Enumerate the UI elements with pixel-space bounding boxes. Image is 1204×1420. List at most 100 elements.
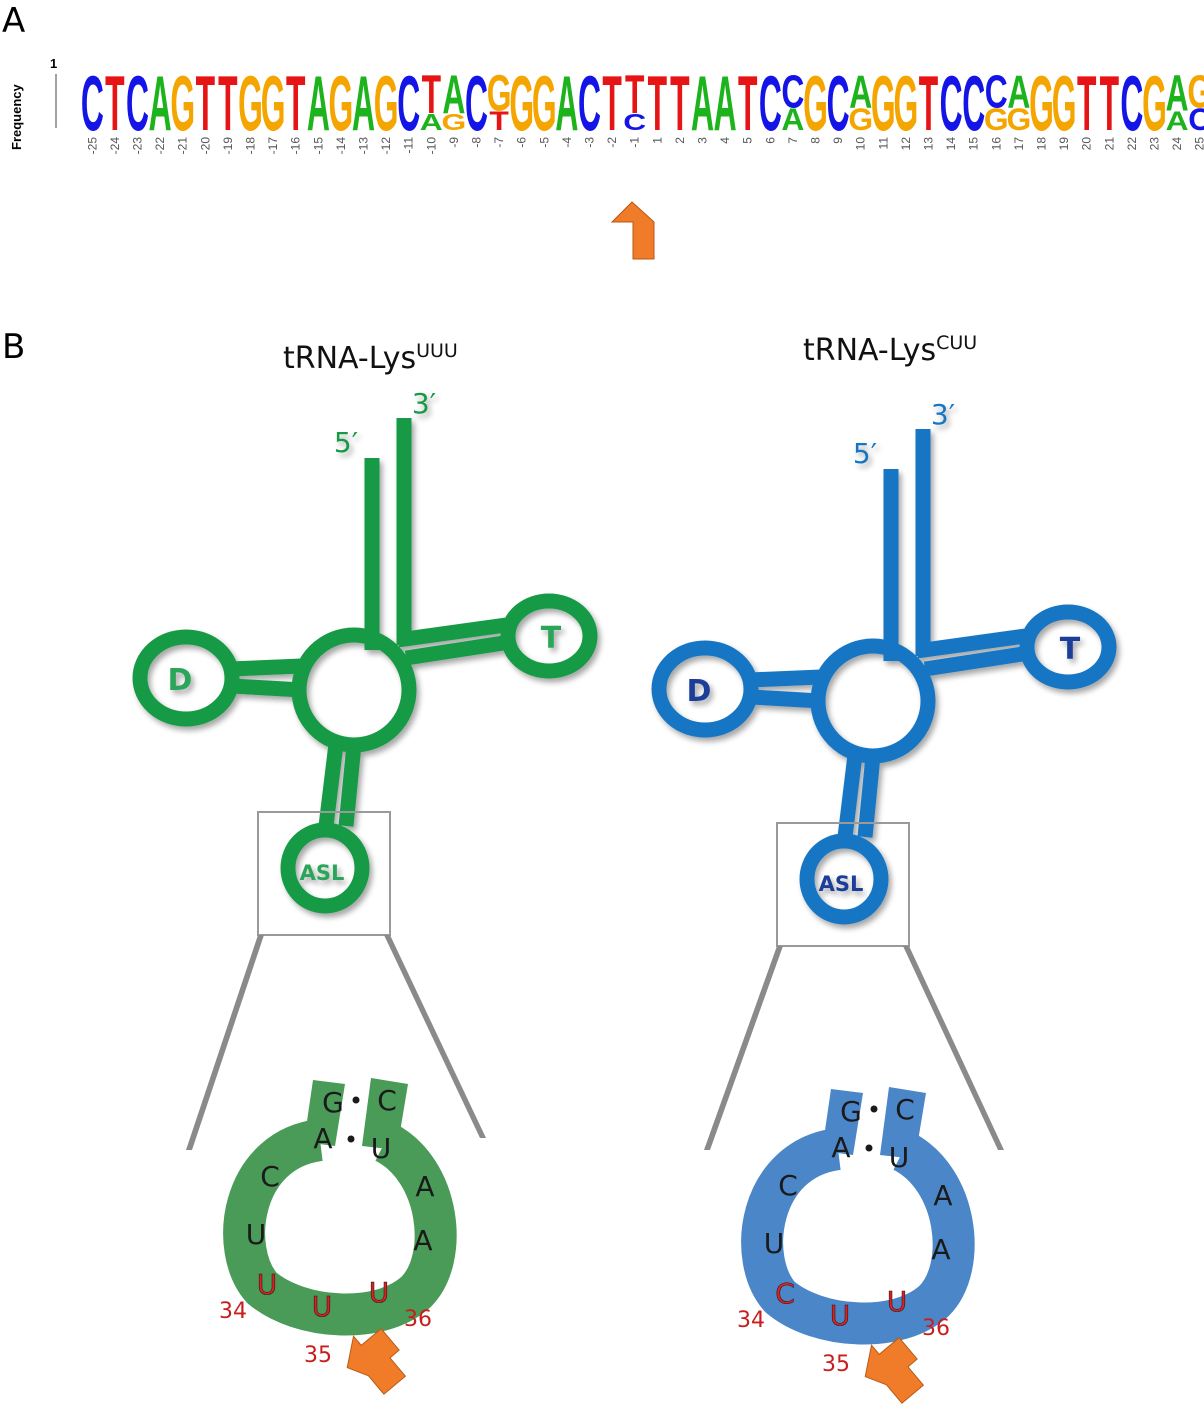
- logo-letter: T: [196, 59, 215, 147]
- zoom-line-right-outer: [704, 946, 783, 1150]
- d-arm-upper-strand: [229, 658, 303, 677]
- nucleotide: C: [895, 1093, 915, 1126]
- base-pair-dot: [870, 1105, 878, 1113]
- position-number-35: 35: [822, 1352, 850, 1377]
- position-number-36: 36: [922, 1316, 950, 1341]
- logo-letter: C: [1188, 102, 1204, 137]
- logo-letter: T: [648, 59, 667, 147]
- logo-letter: G: [803, 59, 828, 147]
- logo-position-label: -11: [402, 137, 416, 154]
- logo-position-label: 7: [786, 137, 800, 144]
- logo-letter: A: [149, 59, 172, 147]
- zoom-line-left-inner: [384, 935, 486, 1138]
- nucleotide: U: [764, 1227, 785, 1260]
- five-prime-label: 5′: [853, 437, 877, 470]
- position-number-34: 34: [737, 1308, 765, 1333]
- logo-letter: C: [781, 67, 804, 118]
- logo-position-label: -20: [198, 137, 212, 155]
- logo-letter: A: [849, 67, 872, 118]
- logo-letter: A: [442, 66, 465, 126]
- logo-position-label: 16: [989, 137, 1003, 151]
- logo-position-label: -12: [379, 137, 393, 155]
- asl-label: ASL: [300, 861, 345, 885]
- logo-letter: G: [1187, 67, 1204, 118]
- logo-letter: G: [1142, 59, 1167, 147]
- logo-position-label: 8: [809, 137, 823, 144]
- logo-letter: C: [578, 59, 601, 147]
- logo-position-label: -15: [311, 137, 325, 155]
- nucleotide: A: [415, 1170, 434, 1203]
- logo-position-label: -14: [334, 137, 348, 155]
- anticodon-nucleotide-34: U: [257, 1268, 278, 1301]
- logo-position-label: 12: [899, 137, 913, 151]
- logo-position-label: -24: [108, 137, 122, 155]
- logo-letter: A: [352, 59, 375, 147]
- d-arm-label: D: [168, 663, 193, 698]
- logo-letter: A: [1166, 65, 1189, 121]
- anticodon-stem-left-strand: [837, 754, 863, 838]
- anticodon-stem-right-strand: [857, 755, 881, 838]
- logo-letter: T: [919, 59, 938, 147]
- nucleotide: A: [931, 1233, 950, 1266]
- logo-y-max-label: 1: [50, 56, 57, 71]
- cleavage-arrow-loop: [346, 1327, 407, 1395]
- anticodon-loop: [280, 822, 370, 914]
- logo-position-label: -21: [176, 137, 190, 155]
- zoom-line-right-inner: [903, 946, 1004, 1150]
- logo-position-label: -16: [289, 137, 303, 155]
- logo-position-label: -2: [605, 137, 619, 148]
- nucleotide: C: [260, 1160, 280, 1193]
- logo-position-label: -13: [357, 137, 371, 155]
- logo-position-label: 3: [696, 137, 710, 144]
- nucleotide: A: [831, 1131, 850, 1164]
- logo-position-label: 6: [763, 137, 777, 144]
- anticodon-nucleotide-36: U: [887, 1285, 908, 1318]
- trna-right-title: tRNA-LysCUU: [803, 332, 977, 368]
- logo-letter: G: [848, 102, 873, 137]
- logo-letter: G: [532, 59, 557, 147]
- trna-left-title: tRNA-LysUUU: [283, 340, 458, 376]
- logo-position-label: 13: [922, 137, 936, 151]
- nucleotide: A: [413, 1224, 432, 1257]
- panel-b-label: B: [2, 327, 25, 367]
- nucleotide: C: [377, 1084, 397, 1117]
- logo-letter: A: [420, 109, 443, 135]
- five-prime-label: 5′: [334, 426, 358, 459]
- logo-letter: C: [1120, 59, 1143, 147]
- zoom-loop-ring: [741, 1128, 975, 1345]
- logo-letter: A: [714, 59, 737, 147]
- logo-position-label: 1: [650, 137, 664, 144]
- logo-position-label: -10: [424, 137, 438, 155]
- position-number-35: 35: [304, 1343, 332, 1368]
- logo-position-label: 2: [673, 137, 687, 144]
- logo-letter: G: [871, 59, 896, 147]
- d-arm-upper-strand: [748, 669, 822, 688]
- three-prime-label: 3′: [412, 387, 436, 420]
- logo-position-label: 21: [1102, 137, 1116, 151]
- anticodon-stem-right-strand: [338, 744, 362, 827]
- position-number-34: 34: [219, 1299, 247, 1324]
- logo-letter: C: [465, 59, 488, 147]
- anticodon-nucleotide-36: U: [369, 1276, 390, 1309]
- logo-position-label: -17: [266, 137, 280, 155]
- central-ring: [810, 638, 936, 764]
- trna-left-title-superscript: UUU: [416, 340, 458, 362]
- logo-letter: C: [985, 67, 1008, 118]
- logo-position-label: 25: [1193, 137, 1204, 151]
- logo-letter: T: [218, 59, 237, 147]
- t-loop: [1019, 604, 1117, 690]
- logo-letter: G: [894, 59, 919, 147]
- logo-letter: A: [1166, 106, 1189, 136]
- logo-letter: T: [1077, 59, 1096, 147]
- zoom-box-left: [257, 811, 391, 936]
- logo-letter: C: [827, 59, 850, 147]
- logo-letter: G: [487, 65, 512, 121]
- logo-position-label: -9: [447, 137, 461, 148]
- tarm-lower-strand: [404, 634, 512, 666]
- zoom-loop-ring: [223, 1119, 457, 1336]
- d-arm-label: D: [687, 674, 712, 709]
- trna-right-title-superscript: CUU: [936, 332, 977, 354]
- logo-letter: G: [374, 59, 399, 147]
